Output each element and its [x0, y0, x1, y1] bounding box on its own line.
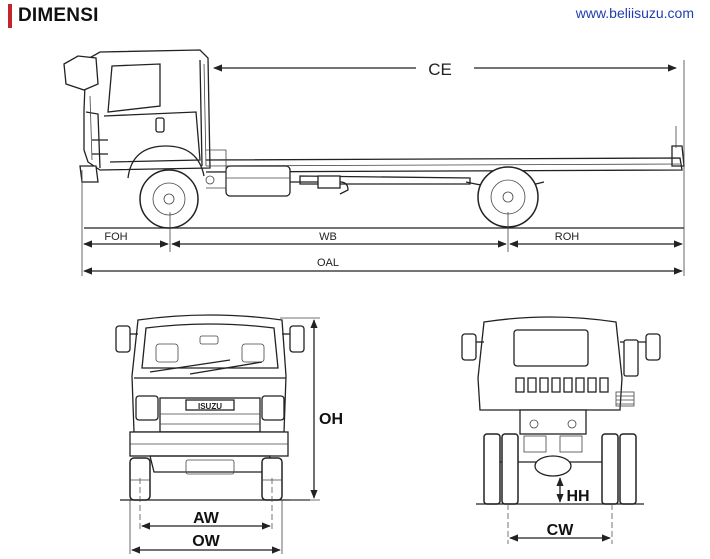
header-accent-bar — [8, 4, 12, 28]
aw-dimension: AW — [139, 478, 273, 532]
front-view-truck: ISUZU — [115, 314, 310, 501]
cw-label: CW — [547, 522, 575, 539]
wb-dimension: WB — [171, 231, 507, 248]
roh-label: ROH — [555, 231, 580, 243]
oal-label: OAL — [317, 257, 339, 269]
front-isuzu-badge: ISUZU — [198, 402, 222, 411]
foh-label: FOH — [104, 231, 127, 243]
side-extension-lines — [81, 60, 685, 276]
cw-dimension: CW — [507, 504, 613, 544]
rear-louvers — [515, 377, 609, 393]
website-url[interactable]: www.beliisuzu.com — [575, 5, 694, 21]
oal-dimension: OAL — [83, 257, 683, 275]
oh-label: OH — [319, 411, 343, 428]
ow-label: OW — [192, 533, 220, 550]
wb-label: WB — [319, 231, 337, 243]
oh-dimension: OH — [280, 317, 343, 501]
hh-label: HH — [566, 488, 589, 505]
side-view-truck — [63, 49, 685, 229]
ow-dimension: OW — [129, 500, 283, 554]
hh-dimension: HH — [556, 477, 590, 505]
rear-view-truck — [461, 316, 661, 505]
ce-label: CE — [428, 60, 452, 79]
side-front-wheel — [139, 169, 199, 229]
ce-dimension: CE — [213, 60, 677, 79]
side-chassis — [205, 126, 685, 197]
roh-dimension: ROH — [509, 231, 683, 248]
aw-label: AW — [193, 510, 220, 527]
side-cab — [63, 49, 211, 183]
page-title: DIMENSI — [18, 5, 99, 26]
foh-dimension: FOH — [83, 231, 169, 248]
